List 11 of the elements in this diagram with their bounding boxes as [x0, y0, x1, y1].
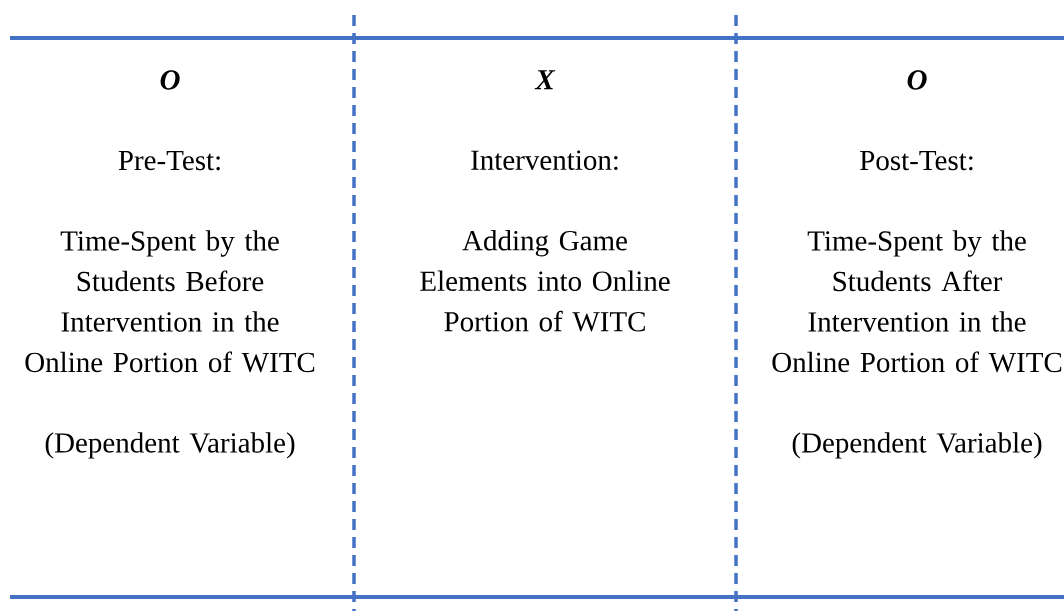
symbol-label: O — [160, 70, 180, 90]
phase-heading: Intervention: — [471, 150, 618, 171]
description-text: Time-Spent by the Students After Intervention in the Online Portion of WITC — [772, 230, 1062, 373]
symbol-label: X — [534, 70, 556, 90]
description-text: Adding Game Elements into Online Portion of WITC — [420, 230, 670, 332]
description-text: Time-Spent by the Students Before Intervention in the Online Portion of WITC — [25, 230, 315, 373]
phase-heading: Post-Test: — [860, 150, 973, 171]
phase-heading: Pre-Test: — [118, 150, 220, 171]
description-text: (Dependent Variable) — [792, 432, 1042, 459]
description-text: (Dependent Variable) — [45, 432, 295, 459]
symbol-label: O — [907, 70, 927, 90]
